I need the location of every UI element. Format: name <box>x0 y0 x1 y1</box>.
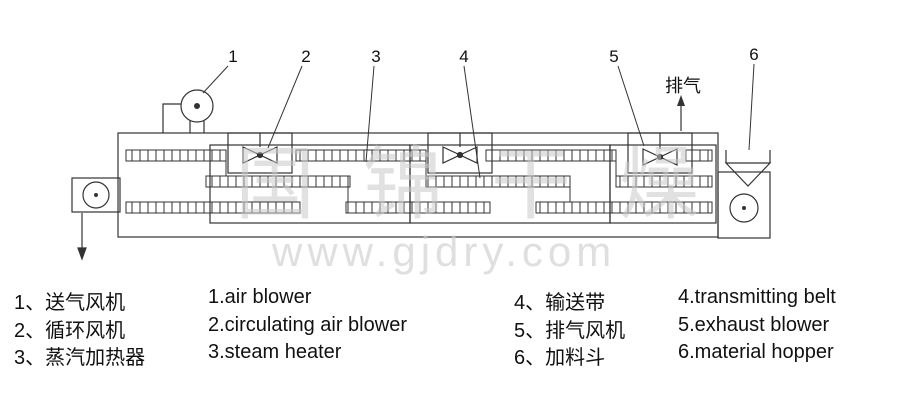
legend-en-5: 5.exhaust blower <box>678 314 830 336</box>
discharge-down-arrow <box>77 213 87 261</box>
callout-1: 1 <box>228 47 237 66</box>
material-hopper-icon <box>724 150 772 187</box>
legend-zh-2: 2、循环风机 <box>14 320 126 342</box>
belt-strips <box>125 149 713 214</box>
callout-6: 6 <box>749 45 758 64</box>
legend-zh-6: 6、加料斗 <box>514 347 606 369</box>
legend-en-4: 4.transmitting belt <box>678 286 836 308</box>
legend-en-3: 3.steam heater <box>208 341 342 363</box>
legend-zh-3: 3、蒸汽加热器 <box>14 347 146 369</box>
feed-end <box>717 171 771 239</box>
legend-zh-5: 5、排气风机 <box>514 320 626 342</box>
legend-zh-4: 4、输送带 <box>514 292 606 314</box>
circulating-fan-icon <box>242 146 278 164</box>
fan-chambers <box>227 132 693 174</box>
belt-connectors <box>225 161 617 202</box>
callout-3: 3 <box>371 47 380 66</box>
legend-zh-1: 1、送气风机 <box>14 292 126 314</box>
watermark-url: www.gjdry.com <box>271 228 616 275</box>
exhaust-label: 排气 <box>665 76 701 96</box>
legend-en-6: 6.material hopper <box>678 341 834 363</box>
air-blower-icon <box>162 89 214 133</box>
exhaust-fan-icon <box>642 148 678 166</box>
watermark-cn: 国锦干燥 <box>235 140 747 229</box>
callout-5: 5 <box>609 47 618 66</box>
legend-en-1: 1.air blower <box>208 286 312 308</box>
callout-2: 2 <box>301 47 310 66</box>
belt-dryer-diagram: 排气 1 2 3 4 5 6 国锦干燥 www.gjdry.com <box>71 45 772 275</box>
discharge-end <box>71 177 121 213</box>
exhaust-up-arrow <box>677 95 685 131</box>
callout-4: 4 <box>459 47 468 66</box>
callout-leaders <box>202 63 755 179</box>
legend-en-2: 2.circulating air blower <box>208 314 407 336</box>
